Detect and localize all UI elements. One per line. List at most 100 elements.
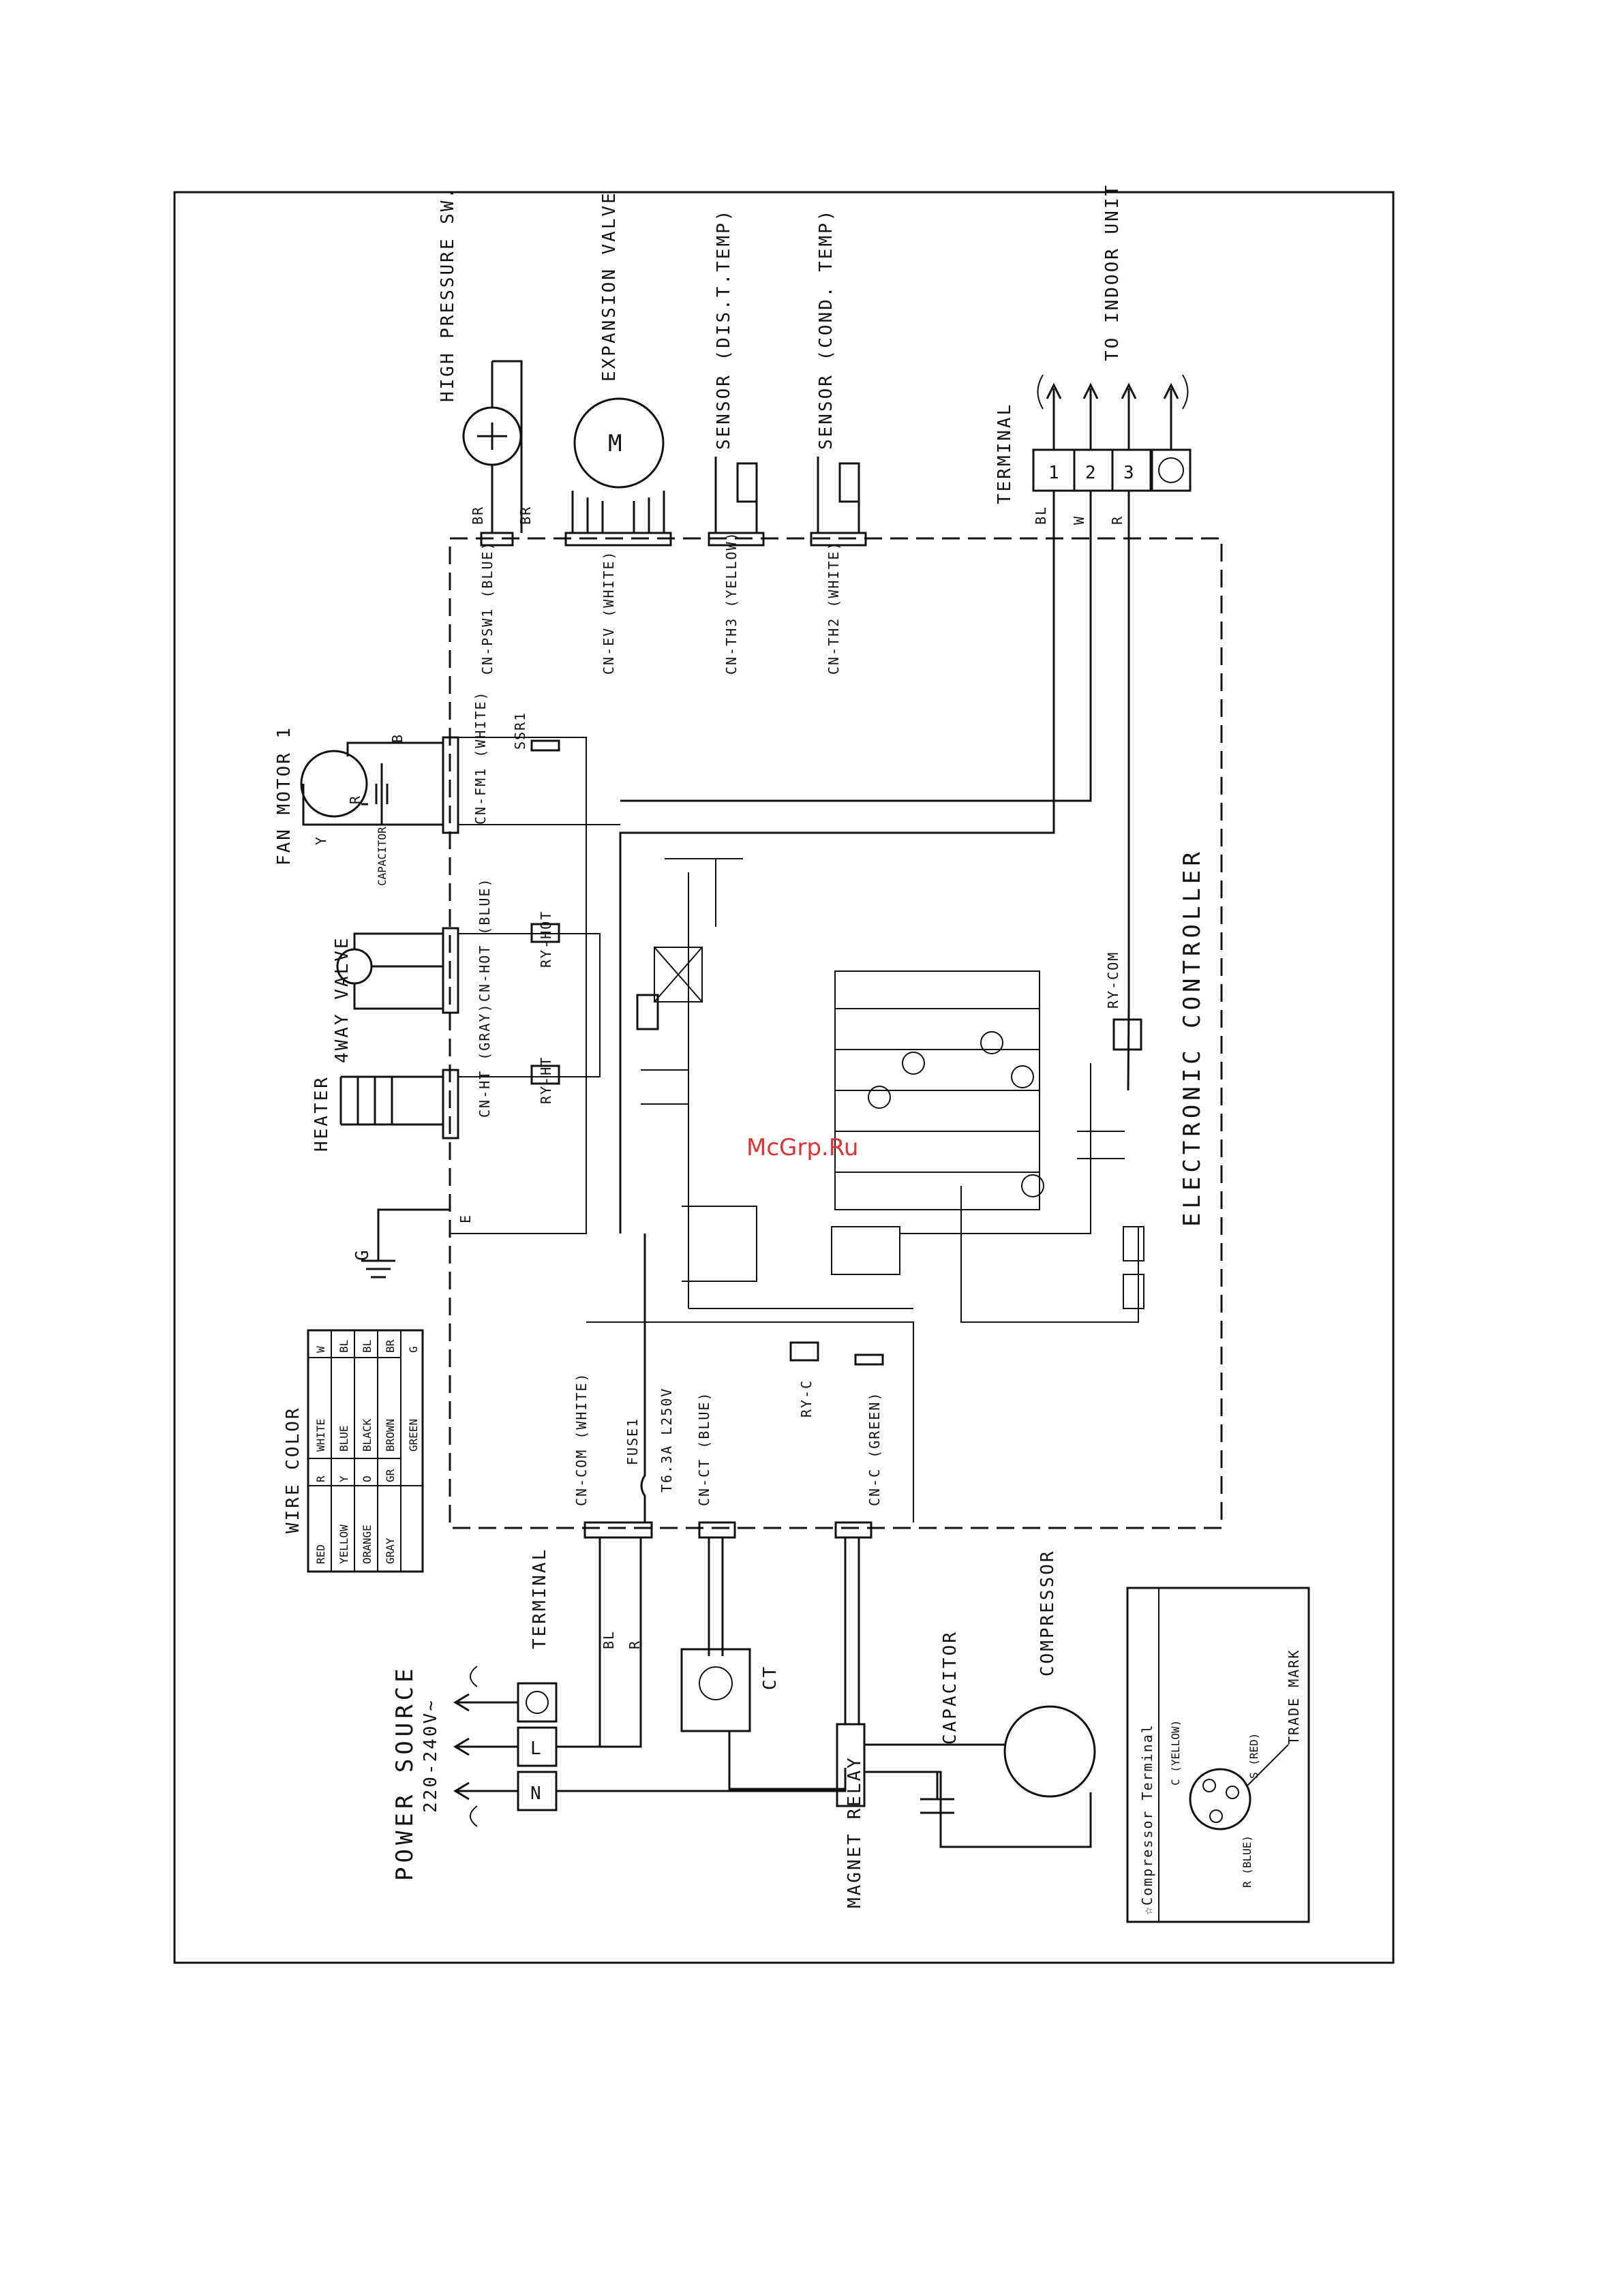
fuse	[640, 1234, 646, 1522]
label-ssr1: SSR1	[512, 711, 528, 750]
compressor	[864, 1705, 1096, 1848]
label-ground: G	[352, 1248, 373, 1261]
four-way-valve	[336, 932, 443, 1010]
wire-color-cell: BLACK	[361, 1418, 374, 1452]
relay-ry-com	[1112, 1018, 1142, 1051]
label-expansion-valve: EXPANSION VALVE	[599, 191, 620, 382]
wire-color-cell: YELLOW	[337, 1525, 350, 1564]
connector-c	[834, 1521, 873, 1539]
label-ry-com: RY-COM	[1105, 951, 1121, 1009]
wire-br-1: BR	[470, 506, 486, 525]
wire-color-cell: R	[314, 1475, 327, 1482]
label-cn-hot: CN-HOT (BLUE)	[476, 877, 493, 1002]
label-comp-r: R (BLUE)	[1241, 1835, 1254, 1888]
label-cn-th3: CN-TH3 (YELLOW)	[723, 531, 740, 675]
wire-r-fan: R	[347, 795, 363, 804]
wire-bl-right: BL	[1033, 506, 1049, 525]
relay-ry-c	[789, 1341, 819, 1362]
label-fuse-rating: T6.3A L250V	[658, 1388, 675, 1493]
wire-bl-power: BL	[601, 1630, 617, 1649]
pin-l: L	[530, 1739, 543, 1759]
label-cn-ct: CN-CT (BLUE)	[696, 1392, 712, 1507]
label-fan-motor: FAN MOTOR 1	[274, 726, 294, 866]
wire-color-cell: G	[407, 1346, 420, 1353]
wire-color-cell: Y	[337, 1475, 350, 1482]
label-high-pressure: HIGH PRESSURE SW.	[438, 186, 458, 402]
connector-ht	[442, 1069, 459, 1139]
label-comp-c: C (YELLOW)	[1169, 1720, 1182, 1786]
wire-color-cell: BR	[384, 1339, 397, 1353]
label-fuse: FUSE1	[624, 1418, 641, 1465]
ssr-symbol	[530, 739, 560, 752]
label-trademark: TRADE MARK	[1286, 1649, 1302, 1745]
label-cn-th2: CN-TH2 (WHITE)	[825, 540, 842, 675]
ry-c-coil	[854, 1353, 884, 1366]
wire-color-cell: RED	[314, 1544, 327, 1564]
wire-color-title: WIRE COLOR	[283, 1406, 303, 1533]
wire-color-cell: BL	[361, 1340, 374, 1353]
label-high-pressure-text: HIGH PRESSURE SW.	[438, 186, 458, 402]
label-voltage: 220-240V~	[421, 1698, 441, 1813]
connector-ev	[564, 532, 672, 547]
label-cn-com: CN-COM (WHITE)	[573, 1372, 590, 1506]
wire-color-cell: BL	[337, 1340, 350, 1353]
connector-hot	[442, 927, 459, 1014]
compressor-terminal-inset	[1126, 1587, 1310, 1923]
diagram-frame	[173, 191, 1395, 1964]
label-magnet-relay: MAGNET RELAY	[845, 1756, 865, 1908]
label-ry-ht: RY-HT	[538, 1056, 554, 1104]
label-cn-c: CN-C (GREEN)	[866, 1392, 883, 1507]
label-cn-psw1: CN-PSW1 (BLUE)	[479, 540, 496, 675]
wire-color-cell: ORANGE	[361, 1525, 374, 1564]
heater	[339, 1075, 443, 1126]
label-cn-fm1: CN-FM1 (WHITE)	[472, 690, 489, 825]
current-transformer	[680, 1537, 845, 1790]
wire-color-cell: W	[314, 1346, 327, 1353]
label-power-source: POWER SOURCE	[391, 1664, 419, 1881]
label-sensor-dis: SENSOR (DIS.T.TEMP)	[714, 209, 734, 450]
label-ry-hot: RY-HOT	[538, 910, 554, 968]
expansion-valve-motor	[571, 397, 665, 533]
connector-th3	[708, 532, 765, 547]
wire-indoor-3	[1127, 491, 1130, 1091]
wire-r-right: R	[1109, 515, 1125, 525]
wire-color-cell: WHITE	[314, 1419, 327, 1452]
label-sensor-cond: SENSOR (COND. TEMP)	[816, 209, 836, 450]
motor-symbol: M	[608, 430, 626, 457]
wire-b-fan: B	[389, 733, 406, 743]
wire-indoor-2	[620, 491, 1092, 802]
sensor-dis-temp	[714, 457, 758, 533]
magnet-relay	[836, 1537, 866, 1807]
wire-color-cell: BLUE	[337, 1425, 350, 1452]
wire-color-table	[307, 1329, 424, 1573]
wire-y-fan: Y	[313, 836, 329, 845]
wire-power-l	[556, 1768, 847, 1792]
label-cn-ev: CN-EV (WHITE)	[601, 550, 617, 675]
wire-power-n	[556, 1537, 642, 1748]
pin-n-text: N	[530, 1784, 543, 1804]
high-pressure-switch	[462, 360, 523, 533]
label-comp-terminal: ☆Compressor Terminal	[1139, 1724, 1155, 1915]
wire-color-cell: GRAY	[384, 1537, 397, 1564]
wire-color-cell: O	[361, 1475, 374, 1482]
wire-color-cell: GREEN	[407, 1419, 420, 1452]
watermark: McGrp.Ru	[746, 1134, 858, 1161]
label-capacitor-comp: CAPACITOR	[940, 1630, 960, 1745]
controller-title: ELECTRONIC CONTROLLER	[1179, 848, 1206, 1227]
fan-motor	[300, 741, 443, 826]
label-heater: HEATER	[312, 1075, 332, 1152]
controller-internal-circuit	[450, 737, 1144, 1522]
term-2: 2	[1085, 463, 1098, 483]
wire-color-rows: WWHITERREDBLBLUEYYELLOWBLBLACKOORANGEBRB…	[314, 1339, 420, 1564]
label-compressor: COMPRESSOR	[1037, 1549, 1058, 1677]
ground-symbol	[361, 1208, 450, 1279]
connector-psw1	[480, 532, 514, 547]
label-comp-s: S (RED)	[1247, 1733, 1260, 1779]
wire-color-cell: GR	[384, 1469, 397, 1482]
sensor-cond-temp	[817, 457, 860, 533]
label-earth: E	[457, 1214, 474, 1223]
wire-indoor-1	[619, 491, 1055, 1234]
label-terminal-right: TERMINAL	[995, 403, 1015, 504]
relay-ry-ht	[530, 1065, 560, 1085]
